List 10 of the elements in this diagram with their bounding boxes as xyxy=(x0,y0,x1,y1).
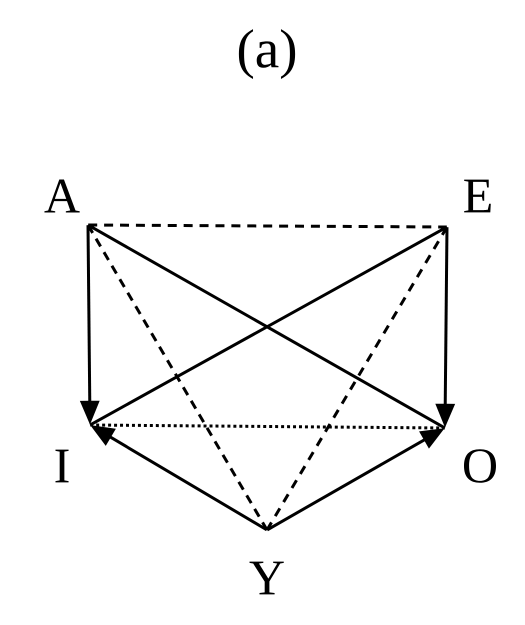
dashed-line xyxy=(86,224,268,531)
vertex-letter: A xyxy=(44,180,80,212)
dotted-line xyxy=(90,424,445,430)
vertex-letter: I xyxy=(55,450,69,482)
vertex-letter: E xyxy=(464,180,491,212)
dashed-line xyxy=(88,224,447,228)
vertex-letter: Y xyxy=(250,562,284,594)
vertex-letter: O xyxy=(464,449,496,483)
panel-label: (a) xyxy=(238,29,296,79)
dashed-line xyxy=(266,226,448,531)
